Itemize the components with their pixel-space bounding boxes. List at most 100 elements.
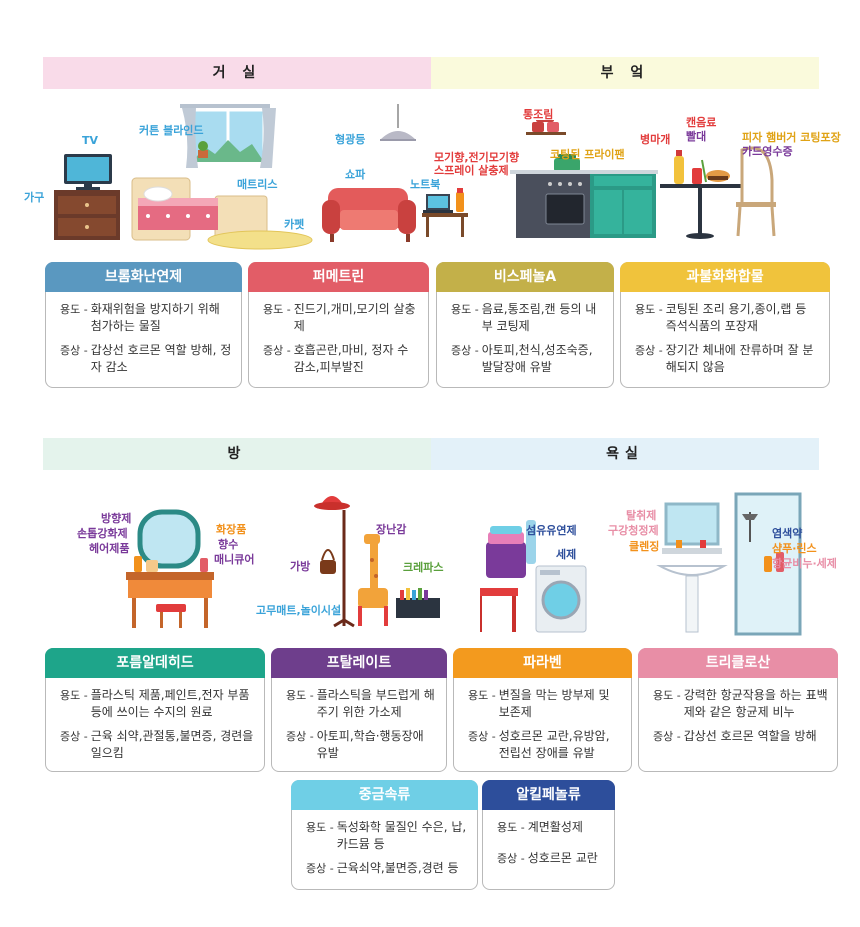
label-fabric-softener: 섬유유연제 xyxy=(526,524,577,537)
label-notebook: 노트북 xyxy=(410,178,441,191)
coat-rack-icon xyxy=(314,496,355,628)
sofa-icon xyxy=(322,188,416,242)
mosquito-spray-icon xyxy=(456,188,464,212)
card-permethrin: 퍼메트린 용도 -진드기,개미,모기의 살충제 증상 -호흡곤란,마비, 정자 … xyxy=(248,262,429,388)
card-title-phthalate: 프탈레이트 xyxy=(271,648,447,678)
side-table-illustration xyxy=(422,188,468,237)
card-pfc: 과불화화합물 용도 -코팅된 조리 용기,종이,랩 등 즉석식품의 포장재 증상… xyxy=(620,262,830,388)
label-mosquito-coil: 모기향,전기모기향 xyxy=(434,151,520,164)
cafe-table-icon xyxy=(660,150,742,239)
laptop-icon xyxy=(423,194,453,213)
header-room: 방 xyxy=(43,438,431,470)
symptom-key: 증상 - xyxy=(286,730,314,743)
use-value: 화재위험을 방지하기 위해 첨가하는 물질 xyxy=(90,302,220,333)
label-toy: 장난감 xyxy=(376,523,407,536)
use-key: 용도 - xyxy=(497,821,525,834)
label-bag: 가방 xyxy=(290,560,311,573)
card-heavy-metal: 중금속류 용도 -독성화학 물질인 수은, 납,카드뮴 등 증상 -근육쇠약,불… xyxy=(291,780,478,890)
bathroom-illustration xyxy=(480,492,802,636)
use-value: 코팅된 조리 용기,종이,랩 등 즉석식품의 포장재 xyxy=(665,302,807,333)
mirror-sink-icon xyxy=(656,502,728,633)
symptom-value: 근육쇠약,불면증,경련 등 xyxy=(336,861,459,875)
use-value: 계면활성제 xyxy=(527,820,583,834)
tv-icon xyxy=(64,154,112,190)
label-rubber-mat: 고무매트,놀이시설 xyxy=(256,604,342,617)
label-crayon: 크레파스 xyxy=(403,561,444,574)
use-value: 플라스틱을 부드럽게 해주기 위한 가소제 xyxy=(316,688,435,719)
card-title-permethrin: 퍼메트린 xyxy=(248,262,429,292)
label-furniture: 가구 xyxy=(24,191,45,204)
label-color-dye: 염색약 xyxy=(772,527,803,540)
header-bath: 욕실 xyxy=(431,438,819,470)
card-formaldehyde: 포름알데히드 용도 -플라스틱 제품,페인트,전자 부품 등에 쓰이는 수지의 … xyxy=(45,648,265,772)
label-can-drink: 캔음료 xyxy=(686,116,717,129)
label-shampoo-rinse: 샴푸·린스 xyxy=(772,542,817,555)
symptom-value: 갑상선 호르몬 역할 방해, 정자 감소 xyxy=(90,343,232,374)
label-tv: TV xyxy=(82,134,99,147)
symptom-value: 아토피,학습·행동장애 유발 xyxy=(316,729,424,760)
use-key: 용도 - xyxy=(653,689,681,702)
use-key: 용도 - xyxy=(468,689,496,702)
giraffe-toy-icon xyxy=(358,534,388,626)
crayon-box-icon xyxy=(396,588,440,618)
card-triclosan: 트리클로산 용도 -강력한 항균작용을 하는 표백제와 같은 항균제 비누 증상… xyxy=(638,648,838,772)
label-coated-pan: 코팅된 프라이팬 xyxy=(550,148,625,161)
card-title-brominated: 브롬화난연제 xyxy=(45,262,242,292)
kitchen-illustration xyxy=(510,120,776,239)
symptom-value: 아토피,천식,성조숙증, 발달장애 유발 xyxy=(481,343,593,374)
card-title-formaldehyde: 포름알데히드 xyxy=(45,648,265,678)
symptom-key: 증상 - xyxy=(263,344,291,357)
symptom-value: 성호르몬 교란,유방암, 전립선 장애를 유발 xyxy=(498,729,610,760)
card-alkylphenol: 알킬페놀류 용도 -계면활성제 증상 -성호르몬 교란 xyxy=(482,780,615,890)
label-mouth-cleaner: 구강청정제 xyxy=(608,524,659,537)
symptom-key: 증상 - xyxy=(60,730,88,743)
symptom-key: 증상 - xyxy=(60,344,88,357)
window-curtain-icon xyxy=(180,104,276,168)
canned-food-icon xyxy=(526,120,566,135)
use-key: 용도 - xyxy=(60,303,88,316)
use-value: 독성화학 물질인 수은, 납,카드뮴 등 xyxy=(336,820,467,851)
fluorescent-lamp-icon xyxy=(380,104,416,141)
use-key: 용도 - xyxy=(635,303,663,316)
symptom-key: 증상 - xyxy=(653,730,681,743)
label-deodorant: 탈취제 xyxy=(626,509,657,522)
symptom-key: 증상 - xyxy=(497,852,525,865)
label-curtain-blind: 커튼 블라인드 xyxy=(139,124,204,137)
label-detergent: 세제 xyxy=(556,548,577,561)
card-paraben: 파라벤 용도 -변질을 막는 방부제 및 보존제 증상 -성호르몬 교란,유방암… xyxy=(453,648,632,772)
symptom-key: 증상 - xyxy=(468,730,496,743)
label-cleansing: 클렌징 xyxy=(629,540,660,553)
symptom-value: 장기간 체내에 잔류하며 잘 분해되지 않음 xyxy=(665,343,814,374)
card-title-triclosan: 트리클로산 xyxy=(638,648,838,678)
furniture-cabinet-icon xyxy=(54,190,120,240)
chair-icon xyxy=(736,146,776,237)
use-key: 용도 - xyxy=(451,303,479,316)
symptom-key: 증상 - xyxy=(451,344,479,357)
room-illustration xyxy=(126,496,440,628)
laundry-basket-icon xyxy=(486,526,526,578)
label-antibac-soap: 항균비누·세제 xyxy=(772,557,837,570)
label-sofa: 쇼파 xyxy=(345,168,366,181)
card-title-pfc: 과불화화합물 xyxy=(620,262,830,292)
bed-mattress-icon xyxy=(131,177,268,241)
living-room-illustration xyxy=(54,104,440,250)
header-kitchen: 부 엌 xyxy=(431,57,819,89)
use-key: 용도 - xyxy=(286,689,314,702)
card-phthalate: 프탈레이트 용도 -플라스틱을 부드럽게 해주기 위한 가소제 증상 -아토피,… xyxy=(271,648,447,772)
label-mattress: 매트리스 xyxy=(237,178,278,191)
stove-oven-icon xyxy=(540,172,590,238)
label-receipt: 카드영수증 xyxy=(742,145,793,158)
symptom-value: 근육 쇠약,관절통,불면증, 경련을 일으킴 xyxy=(90,729,254,760)
label-air-freshener: 방향제 xyxy=(101,512,132,525)
symptom-value: 갑상선 호르몬 역할을 방해 xyxy=(683,729,817,743)
label-fluorescent: 형광등 xyxy=(335,133,366,146)
use-key: 용도 - xyxy=(306,821,334,834)
card-bisphenol: 비스페놀A 용도 -음료,통조림,캔 등의 내부 코팅제 증상 -아토피,천식,… xyxy=(436,262,614,388)
label-manicure: 매니큐어 xyxy=(214,553,255,566)
label-nail-strength: 손톱강화제 xyxy=(77,527,128,540)
red-chair-icon xyxy=(480,588,518,632)
label-bottle-cap: 병마개 xyxy=(640,133,671,146)
label-cosmetics: 화장품 xyxy=(216,523,247,536)
label-carpet: 카펫 xyxy=(284,218,305,231)
use-key: 용도 - xyxy=(263,303,291,316)
